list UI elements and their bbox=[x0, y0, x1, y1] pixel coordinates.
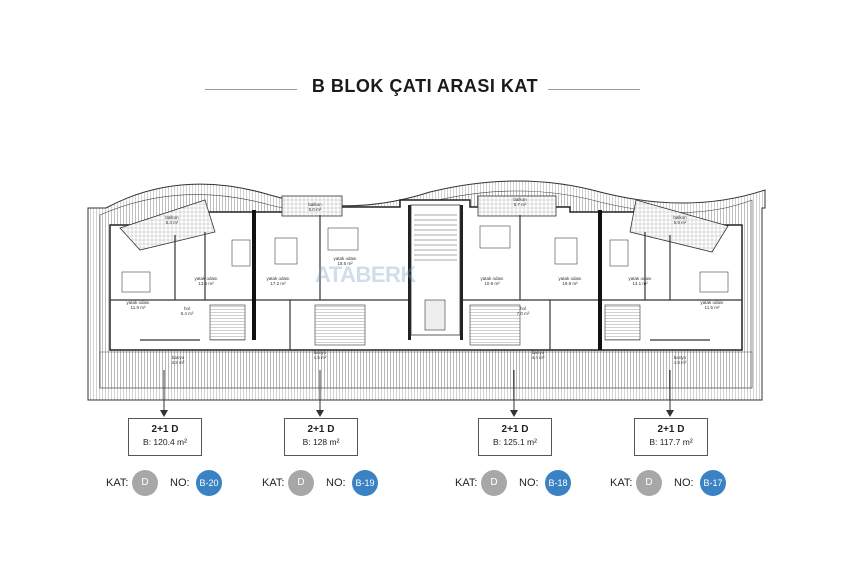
unit-number-badge: B-19 bbox=[352, 470, 378, 496]
kat-label: KAT: bbox=[106, 477, 129, 489]
balcony-2 bbox=[281, 195, 343, 217]
unit-info-box: 2+1 D B: 120.4 m² bbox=[128, 418, 202, 456]
no-label: NO: bbox=[326, 477, 346, 489]
room-label: balkon 5.0 m² bbox=[308, 202, 322, 212]
room-label: balkon 5.3 m² bbox=[165, 215, 179, 225]
unit-meta-b18: KAT: D NO: B-18 bbox=[455, 470, 575, 498]
party-wall-1 bbox=[252, 210, 256, 340]
room-label: balkon 5.9 m² bbox=[673, 215, 687, 225]
unit-info-box: 2+1 D B: 125.1 m² bbox=[478, 418, 552, 456]
unit-type: 2+1 D bbox=[501, 424, 529, 435]
kat-badge: D bbox=[481, 470, 507, 496]
title-rule-right bbox=[548, 89, 640, 90]
room-label: yatak odası 19.8 m² bbox=[558, 276, 582, 286]
room-label: yatak odası 13.6 m² bbox=[194, 276, 218, 286]
eaves-band bbox=[99, 351, 753, 389]
room-label: yatak odası 10.9 m² bbox=[480, 276, 504, 286]
title-bar: B BLOK ÇATI ARASI KAT bbox=[0, 74, 850, 104]
unit-info-box: 2+1 D B: 117.7 m² bbox=[634, 418, 708, 456]
no-label: NO: bbox=[674, 477, 694, 489]
unit-meta-b20: KAT: D NO: B-20 bbox=[106, 470, 226, 498]
room-label: yatak odası 11.9 m² bbox=[126, 300, 150, 310]
unit-stair-4 bbox=[604, 304, 641, 341]
unit-type: 2+1 D bbox=[307, 424, 335, 435]
room-label: yatak odası 11.5 m² bbox=[700, 300, 724, 310]
room-label: yatak odası 18.5 m² bbox=[333, 256, 357, 266]
no-label: NO: bbox=[170, 477, 190, 489]
room-label: banyo 4.8 m² bbox=[673, 355, 687, 365]
balcony-4 bbox=[629, 199, 729, 253]
room-label: banyo 4.5 m² bbox=[313, 350, 327, 360]
balcony-1 bbox=[119, 199, 216, 251]
room-label: hol 6.4 m² bbox=[180, 306, 194, 316]
watermark: ATABERK bbox=[315, 262, 416, 287]
unit-stair-1 bbox=[209, 304, 246, 341]
unit-meta-b19: KAT: D NO: B-19 bbox=[262, 470, 382, 498]
furniture bbox=[121, 225, 729, 293]
unit-number-badge: B-18 bbox=[545, 470, 571, 496]
party-wall-2 bbox=[598, 210, 602, 350]
pointer-lines bbox=[163, 370, 671, 416]
unit-number-badge: B-17 bbox=[700, 470, 726, 496]
kat-badge: D bbox=[636, 470, 662, 496]
kat-label: KAT: bbox=[455, 477, 478, 489]
unit-area: B: 117.7 m² bbox=[649, 437, 693, 447]
unit-area: B: 128 m² bbox=[302, 437, 340, 447]
kat-label: KAT: bbox=[262, 477, 285, 489]
stair-treads bbox=[414, 214, 457, 261]
unit-number-badge: B-20 bbox=[196, 470, 222, 496]
unit-stair-3 bbox=[469, 304, 521, 346]
elevator bbox=[424, 299, 446, 331]
no-label: NO: bbox=[519, 477, 539, 489]
kat-badge: D bbox=[288, 470, 314, 496]
page-title: B BLOK ÇATI ARASI KAT bbox=[311, 76, 539, 96]
kat-label: KAT: bbox=[610, 477, 633, 489]
unit-area: B: 120.4 m² bbox=[143, 437, 187, 447]
room-label: banyo 4.4 m² bbox=[531, 350, 545, 360]
pointer-arrows bbox=[160, 410, 674, 417]
unit-area: B: 125.1 m² bbox=[493, 437, 537, 447]
unit-type: 2+1 D bbox=[657, 424, 685, 435]
room-label: balkon 5.7 m² bbox=[513, 197, 527, 207]
unit-meta-b17: KAT: D NO: B-17 bbox=[610, 470, 730, 498]
unit-info-box: 2+1 D B: 128 m² bbox=[284, 418, 358, 456]
room-label: hol 7.0 m² bbox=[516, 306, 530, 316]
kat-badge: D bbox=[132, 470, 158, 496]
core-wall-left bbox=[408, 205, 411, 340]
room-label: yatak odası 17.2 m² bbox=[266, 276, 290, 286]
core-wall-right bbox=[460, 205, 463, 340]
room-label: yatak odası 13.1 m² bbox=[628, 276, 652, 286]
room-label: banyo 4.8 m² bbox=[171, 355, 185, 365]
unit-type: 2+1 D bbox=[151, 424, 179, 435]
balcony-3 bbox=[477, 195, 557, 217]
partitions bbox=[110, 215, 742, 350]
unit-stair-2 bbox=[314, 304, 366, 346]
title-rule-left bbox=[205, 89, 297, 90]
